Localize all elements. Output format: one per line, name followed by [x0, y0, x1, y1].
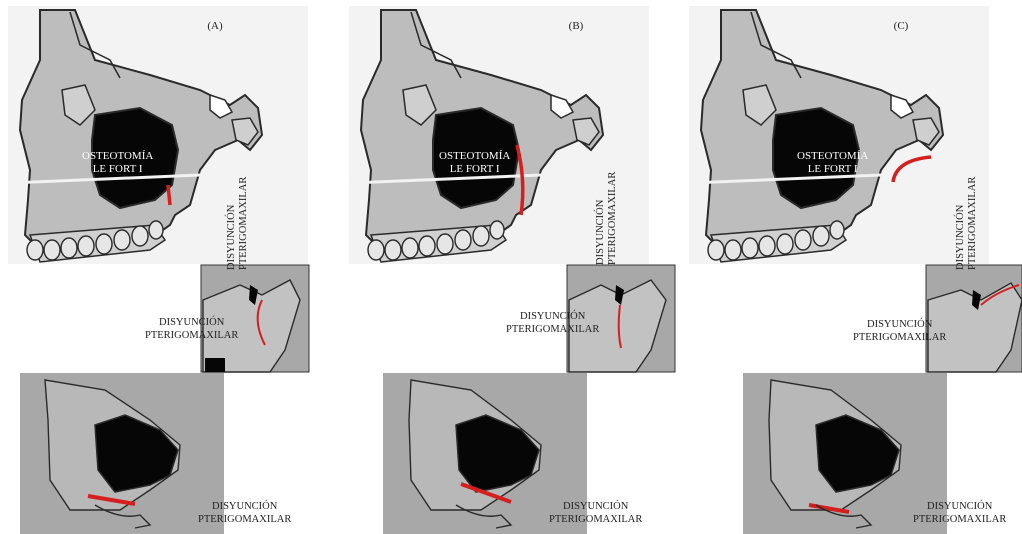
pterygo-cut: [168, 185, 170, 205]
panel-b-illustration: [341, 0, 682, 534]
panel-label: (C): [881, 20, 921, 32]
inset-bottom: [20, 373, 224, 534]
panel-a-illustration: [0, 0, 341, 534]
panel-label: (B): [556, 20, 596, 32]
panel-label: (A): [195, 20, 235, 32]
